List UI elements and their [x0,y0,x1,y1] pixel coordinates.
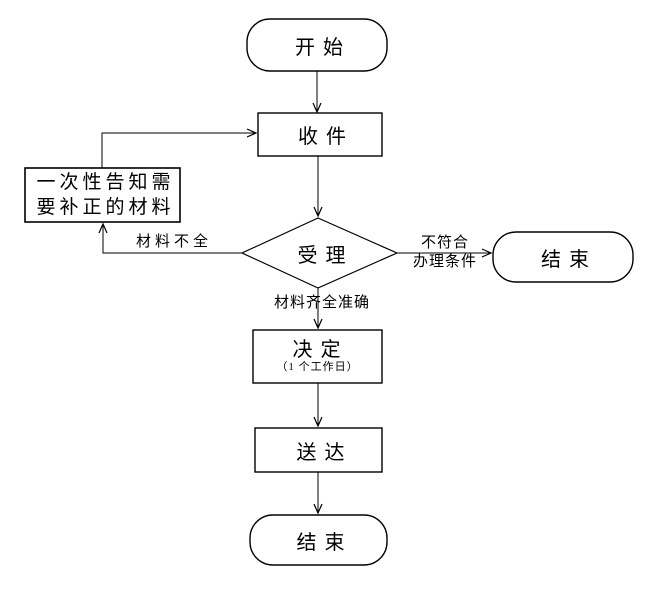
decide-process-shape [252,329,383,384]
end-right-terminator-shape [492,231,634,283]
deliver-node-label: 送达 [296,441,353,464]
decide-node-label-duration: （1 个工作日） [276,360,359,373]
notify-node-label-line2: 要补正的材料 [36,197,175,218]
receive-node-label: 收件 [298,126,354,148]
edge-label-materials-complete: 材料齐全准确 [273,295,370,311]
end-bottom-node-label: 结束 [296,531,353,554]
end-bottom-terminator-shape [249,514,388,566]
edge-label-not-meet-conditions: 不符合 办理条件 [403,233,487,273]
start-node-label: 开始 [295,36,351,59]
arrow-notify-to-receive [101,128,258,168]
end-right-node-label: 结束 [541,248,597,271]
arrow-accept-to-notify [98,222,242,254]
notify-node-label-line1: 一次性告知需 [36,172,175,193]
decide-node-label-main: 决定 [292,338,349,361]
edge-label-not-meet-line2: 办理条件 [412,254,477,270]
edge-label-not-meet-line1: 不符合 [420,235,469,251]
receive-process-shape [257,112,383,157]
start-terminator-shape [246,18,388,72]
notify-node-label: 一次性告知需 要补正的材料 [25,168,183,222]
accept-node-label: 受理 [297,244,354,267]
decide-node-label: 决定 （1 个工作日） [253,330,382,383]
notify-process-shape [24,167,181,223]
deliver-process-shape [254,427,383,473]
edge-label-materials-incomplete: 材料不全 [135,233,212,250]
accept-decision-diamond-shape [240,217,399,289]
